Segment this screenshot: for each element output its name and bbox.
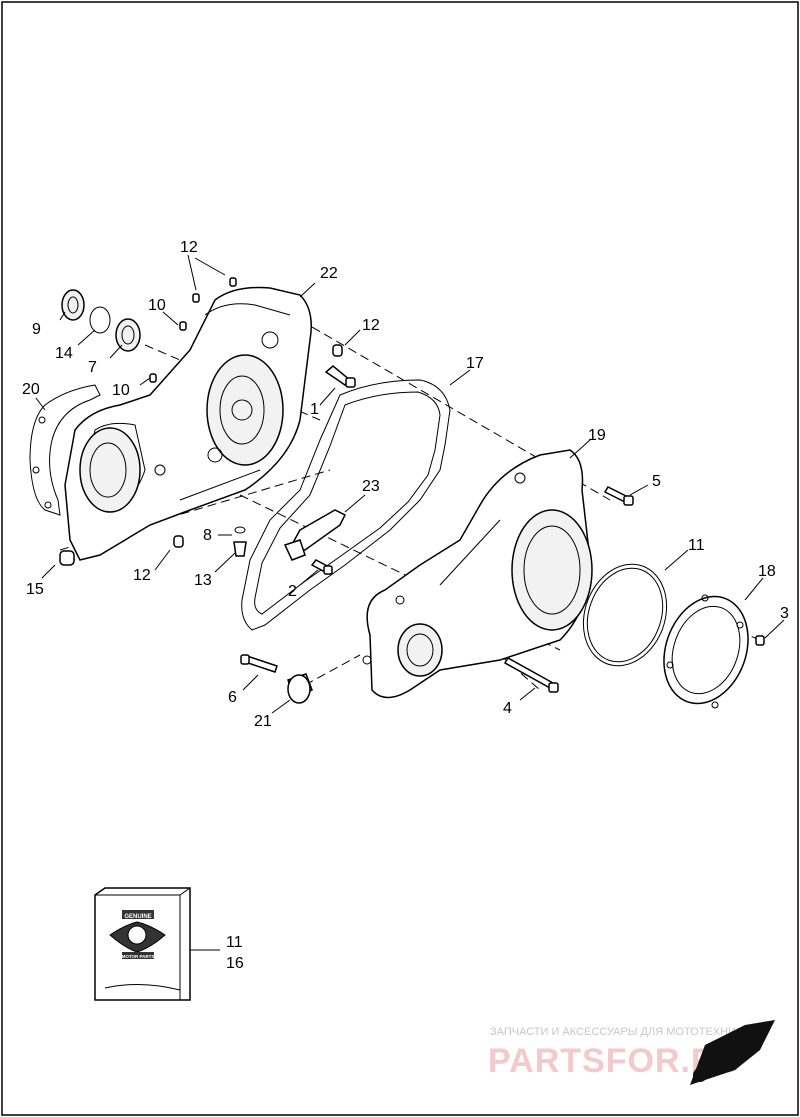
watermark-tagline: ЗАПЧАСТИ И АКСЕССУАРЫ ДЛЯ МОТОТЕХНИКИ (490, 1026, 750, 1038)
callout-3: 3 (780, 605, 789, 622)
callout-13: 13 (194, 572, 212, 589)
callout-10-lower: 10 (112, 382, 130, 399)
callout-20: 20 (22, 381, 40, 398)
retaining-ring-14 (89, 306, 111, 334)
callout-9: 9 (32, 321, 41, 338)
inner-primary-housing-22 (64, 286, 312, 561)
bolt-2 (310, 559, 333, 575)
bearing-7 (115, 318, 141, 352)
gasket-20 (29, 384, 101, 516)
oring-8 (234, 526, 246, 534)
svg-text:GENUINE: GENUINE (124, 914, 151, 920)
callout-23: 23 (362, 478, 380, 495)
callout-12-right: 12 (362, 317, 380, 334)
tensioner-23 (283, 509, 347, 561)
derby-cover-18 (663, 594, 749, 709)
callout-6: 6 (228, 689, 237, 706)
dowel-15 (59, 550, 75, 566)
callout-22: 22 (320, 265, 338, 282)
callout-15: 15 (26, 581, 44, 598)
callout-18: 18 (758, 563, 776, 580)
callout-11-kit: 11 (226, 934, 243, 951)
callout-7: 7 (88, 359, 97, 376)
gasket-kit-box: GENUINE MOTOR PARTS (94, 887, 191, 1001)
bolt-4 (503, 656, 559, 693)
callouts: 12 22 12 10 9 14 7 10 20 1 17 19 5 23 8 … (22, 239, 789, 730)
screw-3 (755, 635, 765, 646)
bolt-1 (324, 365, 356, 388)
primary-cover-19 (362, 449, 593, 699)
callout-2: 2 (288, 583, 297, 600)
callout-12-top: 12 (180, 239, 198, 256)
fitting-13 (233, 541, 247, 557)
dowel-pins-12 (173, 277, 343, 548)
spacer-21 (287, 673, 313, 704)
callout-19: 19 (588, 427, 606, 444)
oring-11 (582, 563, 668, 667)
callout-10-upper: 10 (148, 297, 166, 314)
callout-11-diagram: 11 (688, 537, 705, 554)
seal-9 (61, 289, 85, 321)
genuine-motor-parts-logo: GENUINE MOTOR PARTS (109, 910, 166, 959)
callout-14: 14 (55, 345, 73, 362)
motorcycle-icon (690, 1020, 775, 1085)
callout-17: 17 (466, 355, 484, 372)
callout-12-lower: 12 (133, 567, 151, 584)
leader-lines (35, 254, 785, 951)
svg-text:MOTOR PARTS: MOTOR PARTS (122, 954, 155, 959)
bolt-5 (603, 486, 634, 506)
callout-8: 8 (203, 527, 212, 544)
callout-4: 4 (503, 700, 512, 717)
callout-5: 5 (652, 473, 661, 490)
callout-1: 1 (310, 401, 319, 418)
gasket-17 (241, 379, 451, 631)
callout-16-kit: 16 (226, 955, 244, 972)
watermark: ЗАПЧАСТИ И АКСЕССУАРЫ ДЛЯ МОТОТЕХНИКИ PA… (488, 1020, 775, 1085)
callout-21: 21 (254, 713, 272, 730)
bolt-6 (240, 654, 278, 673)
